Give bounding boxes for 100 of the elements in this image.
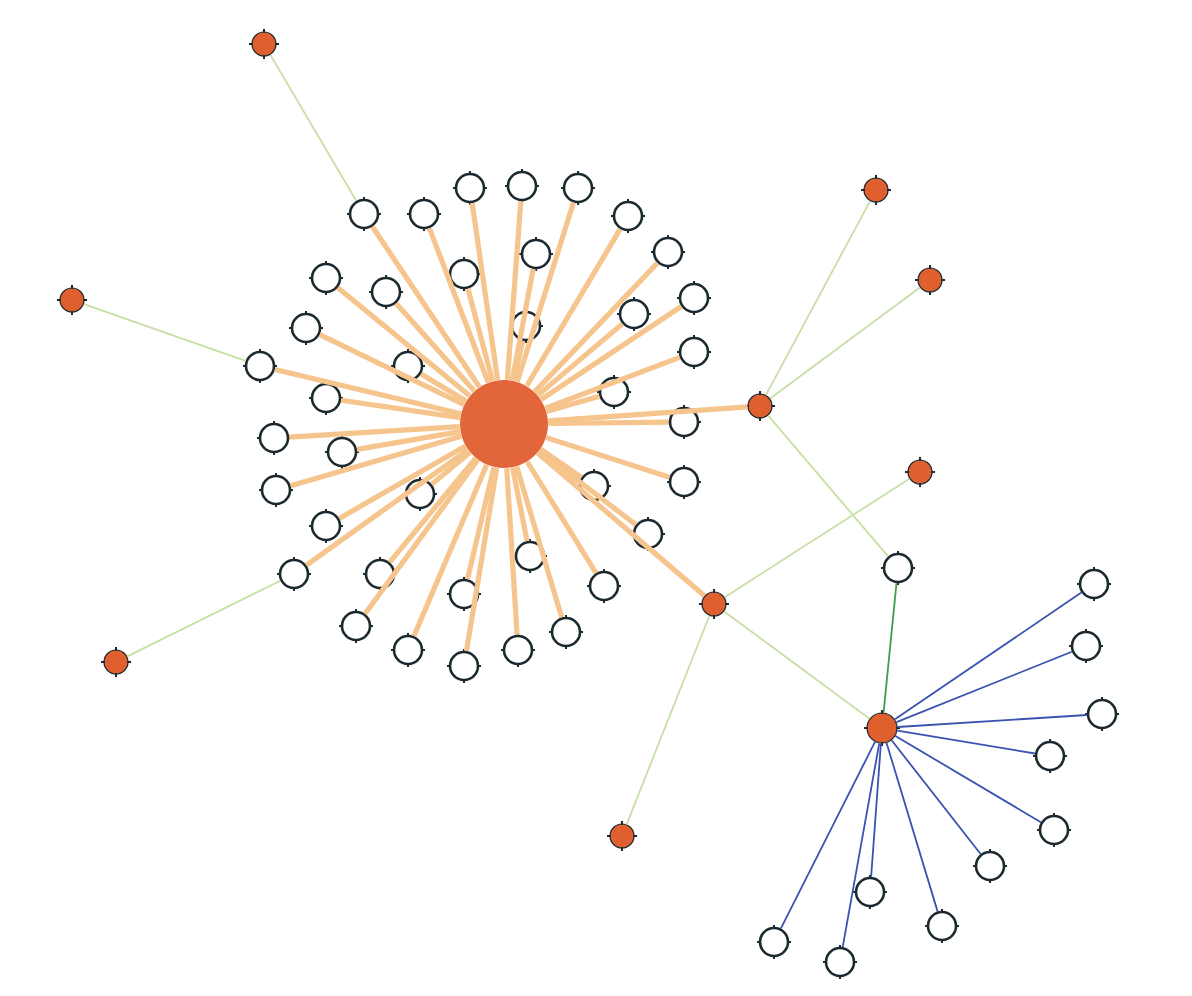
node-circle bbox=[512, 538, 548, 574]
edge-line bbox=[274, 367, 462, 417]
edge-line bbox=[394, 301, 477, 393]
node-circle bbox=[500, 632, 536, 668]
node-circle bbox=[610, 198, 646, 234]
node-dot bbox=[860, 174, 892, 206]
edge-line bbox=[780, 741, 876, 930]
edge-line bbox=[544, 355, 681, 411]
node-circle bbox=[548, 614, 584, 650]
node-circle bbox=[504, 168, 540, 204]
edge-line bbox=[510, 467, 530, 542]
edge-line bbox=[318, 332, 466, 407]
edge-line bbox=[340, 397, 461, 421]
edge-line bbox=[890, 739, 982, 855]
node-circle bbox=[406, 196, 442, 232]
node-circle bbox=[402, 476, 438, 512]
edge-line bbox=[356, 429, 461, 452]
edge-line bbox=[411, 463, 490, 637]
node-circle bbox=[362, 556, 398, 592]
edge-line bbox=[537, 448, 638, 527]
edge-line bbox=[895, 650, 1073, 724]
node-circle bbox=[1032, 738, 1068, 774]
edge-line bbox=[896, 729, 1036, 755]
node-dot bbox=[606, 820, 638, 852]
edge-line bbox=[885, 742, 939, 913]
node-circle bbox=[676, 280, 712, 316]
hub-circle bbox=[460, 380, 548, 468]
node-circle bbox=[880, 550, 916, 586]
node-dot bbox=[904, 456, 936, 488]
edge-line bbox=[539, 447, 583, 480]
node-circle bbox=[256, 420, 292, 456]
node-circle bbox=[560, 170, 596, 206]
edge-line bbox=[723, 610, 871, 720]
edge-line bbox=[548, 419, 669, 427]
node-circle bbox=[650, 234, 686, 270]
node-circle bbox=[576, 468, 612, 504]
node-circle bbox=[276, 556, 312, 592]
node-circle bbox=[390, 348, 426, 384]
node-dot bbox=[698, 588, 730, 620]
edge-line bbox=[723, 477, 911, 599]
node-dot bbox=[863, 709, 901, 747]
edge-line bbox=[509, 268, 536, 381]
node-circle bbox=[666, 404, 702, 440]
node-circle bbox=[676, 334, 712, 370]
node-circle bbox=[596, 374, 632, 410]
edge-line bbox=[532, 261, 660, 394]
node-dot bbox=[248, 28, 280, 60]
edge-line bbox=[625, 614, 711, 826]
node-circle bbox=[1076, 566, 1112, 602]
edge-line bbox=[419, 371, 468, 404]
edge-line bbox=[536, 321, 624, 398]
edge-line bbox=[896, 714, 1088, 728]
node-circle bbox=[666, 464, 702, 500]
node-circle bbox=[924, 908, 960, 944]
edge-line bbox=[870, 742, 882, 878]
edge-line bbox=[539, 304, 683, 402]
node-circle bbox=[852, 874, 888, 910]
edge-line bbox=[511, 340, 526, 382]
edge-line bbox=[536, 450, 707, 598]
node-circle bbox=[258, 472, 294, 508]
edge-line bbox=[338, 443, 467, 521]
edge-line bbox=[545, 393, 601, 415]
edge-line bbox=[370, 225, 482, 389]
node-circle bbox=[308, 380, 344, 416]
node-circle bbox=[756, 924, 792, 960]
edge-line bbox=[304, 447, 470, 568]
node-circle bbox=[1084, 696, 1120, 732]
edge-line bbox=[465, 466, 497, 580]
node-circle bbox=[972, 848, 1008, 884]
node-circle bbox=[338, 608, 374, 644]
edge-line bbox=[894, 735, 1042, 824]
edge-line bbox=[894, 591, 1083, 721]
edge-line bbox=[362, 458, 480, 616]
edge-line bbox=[269, 53, 358, 202]
edge-line bbox=[767, 414, 889, 558]
node-circle bbox=[368, 274, 404, 310]
edge-line bbox=[83, 303, 247, 362]
edge-line bbox=[126, 579, 282, 658]
edge-line bbox=[548, 404, 748, 424]
edge-line bbox=[463, 467, 500, 652]
edge-line bbox=[765, 200, 871, 396]
node-circle bbox=[518, 236, 554, 272]
edge-line bbox=[525, 460, 599, 575]
edge-line bbox=[290, 433, 463, 489]
node-circle bbox=[1036, 812, 1072, 848]
node-circle bbox=[508, 308, 544, 344]
node-circle bbox=[446, 256, 482, 292]
edge-line bbox=[387, 456, 478, 564]
node-circle bbox=[390, 632, 426, 668]
node-circle bbox=[288, 310, 324, 346]
node-dot bbox=[100, 646, 132, 678]
edge-line bbox=[504, 468, 520, 635]
node-circle bbox=[346, 196, 382, 232]
node-circle bbox=[452, 170, 488, 206]
edge-line bbox=[465, 288, 496, 382]
node-circle bbox=[324, 434, 360, 470]
edge-line bbox=[841, 742, 881, 948]
edge-line bbox=[504, 201, 524, 380]
node-circle bbox=[308, 260, 344, 296]
edge-line bbox=[336, 285, 472, 398]
